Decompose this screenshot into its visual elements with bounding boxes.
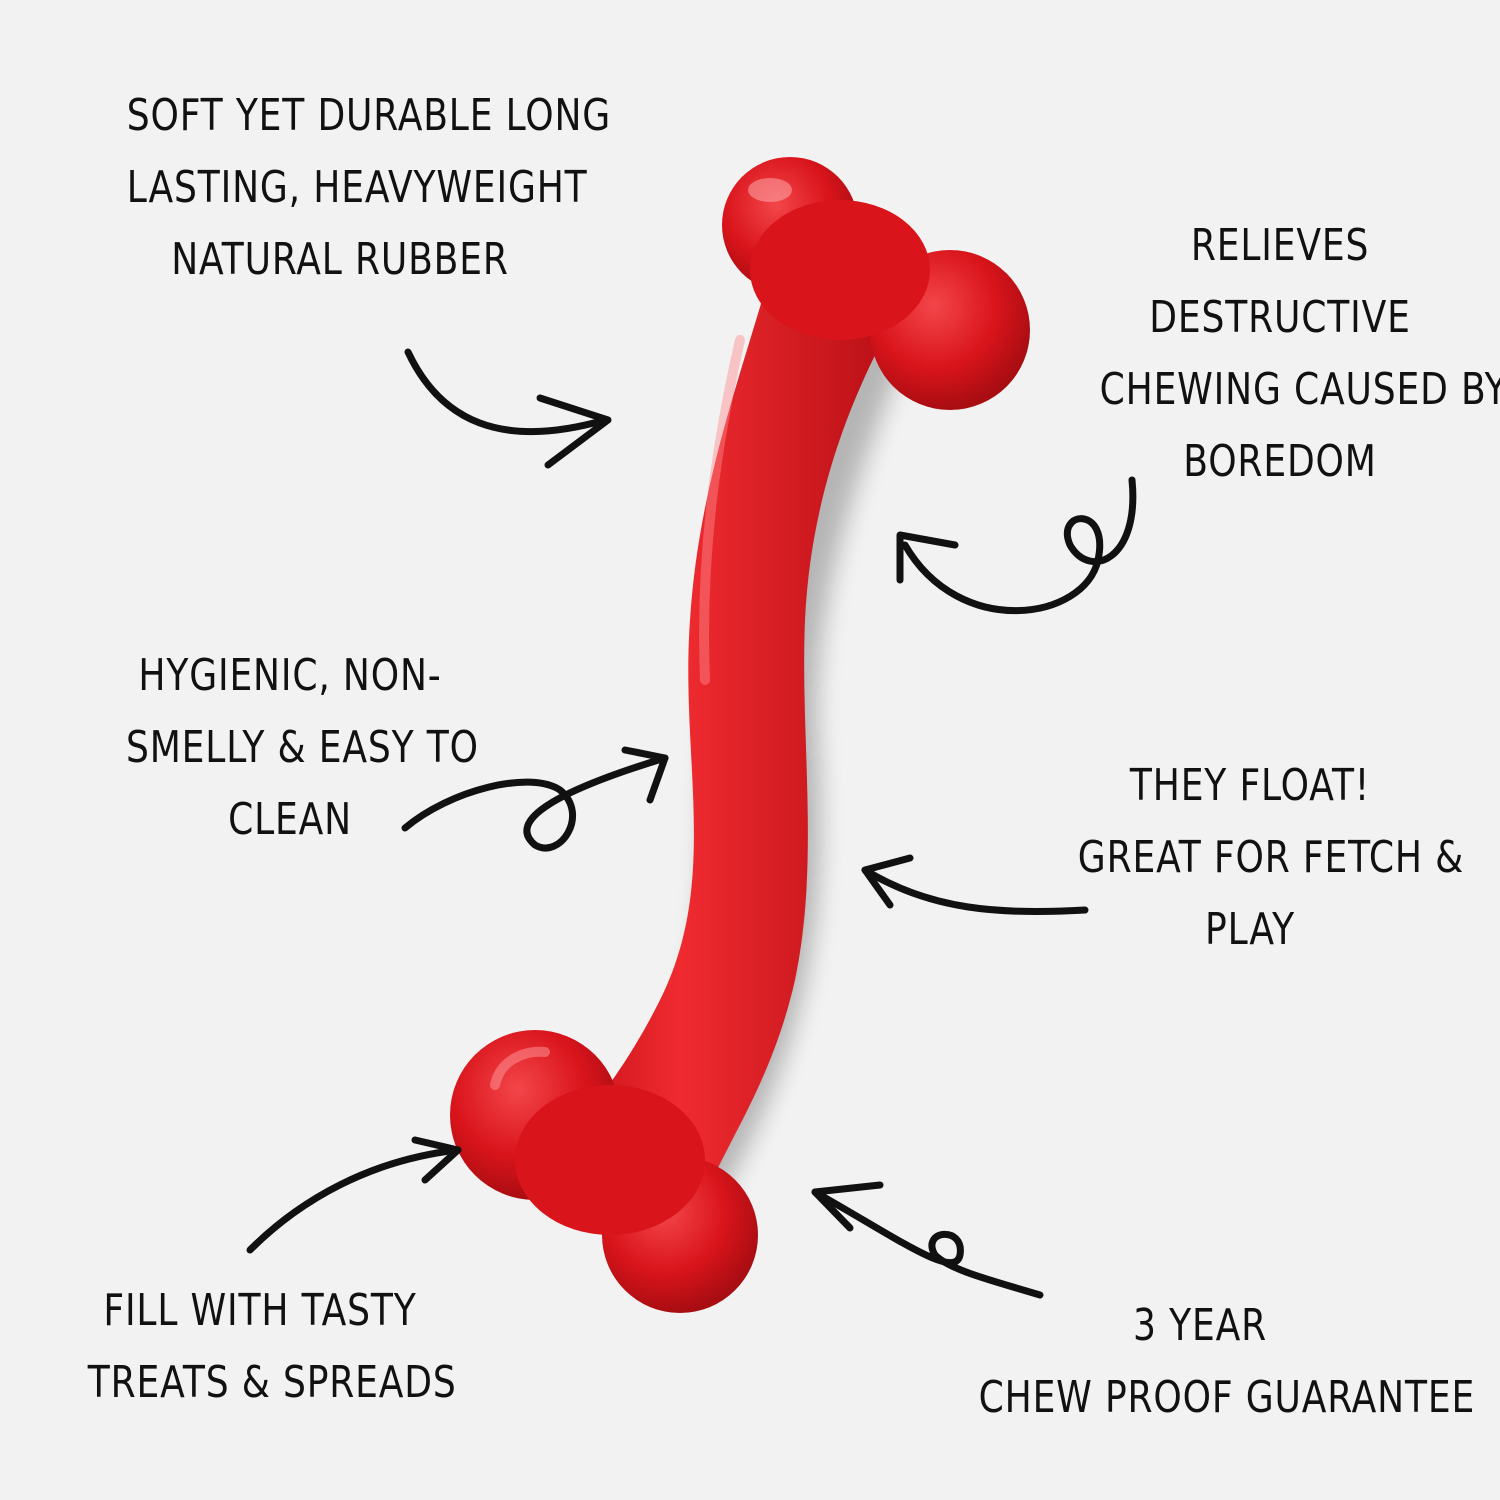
callout-boredom-line: BOREDOM (1183, 436, 1377, 487)
callout-material-line: LASTING, HEAVYWEIGHT (126, 162, 588, 213)
callout-material: SOFT YET DURABLE LONG LASTING, HEAVYWEIG… (126, 80, 612, 296)
callout-float-line: GREAT FOR FETCH & (1077, 832, 1465, 883)
callout-float-line: PLAY (1205, 904, 1295, 955)
callout-fill-line: FILL WITH TASTY (103, 1285, 417, 1336)
callout-boredom-line: CHEWING CAUSED BY (1099, 364, 1500, 415)
callout-material-line: SOFT YET DURABLE LONG (126, 90, 612, 141)
callout-hygiene: HYGIENIC, NON- SMELLY & EASY TO CLEAN (126, 640, 479, 856)
callout-hygiene-line: CLEAN (228, 794, 352, 845)
callout-guarantee: 3 YEAR CHEW PROOF GUARANTEE (978, 1290, 1476, 1434)
callout-boredom-line: RELIEVES (1190, 220, 1370, 271)
callout-fill: FILL WITH TASTY TREATS & SPREADS (87, 1275, 457, 1419)
arrow-fill (246, 1136, 462, 1254)
callout-boredom: RELIEVES DESTRUCTIVE CHEWING CAUSED BY B… (1099, 210, 1500, 498)
arrow-boredom (896, 476, 1137, 615)
callout-material-line: NATURAL RUBBER (171, 234, 509, 285)
callout-float: THEY FLOAT! GREAT FOR FETCH & PLAY (1077, 750, 1465, 966)
callout-guarantee-line: 3 YEAR (1133, 1300, 1267, 1351)
arrow-float (861, 854, 1089, 916)
bone-shaft (560, 230, 905, 1210)
arrow-guarantee (811, 1181, 1044, 1299)
callout-guarantee-line: CHEW PROOF GUARANTEE (978, 1372, 1476, 1423)
bone-chew-toy-icon (450, 157, 1030, 1313)
callout-hygiene-line: HYGIENIC, NON- (138, 650, 442, 701)
callout-boredom-line: DESTRUCTIVE (1149, 292, 1411, 343)
arrow-material (404, 348, 612, 469)
arrow-hygiene (401, 746, 669, 852)
callout-hygiene-line: SMELLY & EASY TO (126, 722, 479, 773)
callout-fill-line: TREATS & SPREADS (87, 1357, 457, 1408)
callout-float-line: THEY FLOAT! (1129, 760, 1371, 811)
